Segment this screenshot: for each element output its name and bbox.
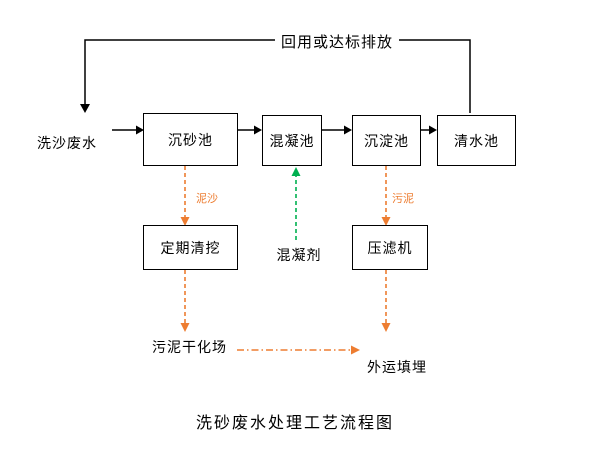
box-coagulation-tank: 混凝池 xyxy=(262,115,322,166)
coagulant-label: 混凝剂 xyxy=(276,248,322,264)
sludge-drying-field-label: 污泥干化场 xyxy=(152,340,227,356)
sludge-flow-label: 污泥 xyxy=(392,192,414,205)
recycle-arrowhead-icon xyxy=(80,104,90,113)
recycle-label: 回用或达标排放 xyxy=(274,31,400,52)
coagulant-to-coag-arrowhead-icon xyxy=(291,167,301,176)
inlet-arrowhead-icon xyxy=(136,125,144,135)
box-periodic-dredging: 定期清挖 xyxy=(143,225,238,270)
input-wastewater-label: 洗沙废水 xyxy=(37,136,97,152)
box-grit-chamber: 沉砂池 xyxy=(143,113,238,166)
grit-to-coag-arrowhead-icon xyxy=(254,125,262,135)
sediment-to-press-arrowhead-icon xyxy=(381,217,391,226)
drying-to-landfill-arrowhead-icon xyxy=(351,345,360,355)
grit-to-dredging-arrowhead-icon xyxy=(180,217,190,226)
coag-to-sediment-arrowhead-icon xyxy=(344,125,352,135)
silt-flow-label: 泥沙 xyxy=(196,192,218,205)
outbound-landfill-label: 外运填埋 xyxy=(367,360,427,376)
dredging-to-drying-arrowhead-icon xyxy=(180,323,190,332)
press-to-landfill-arrowhead-icon xyxy=(381,323,391,332)
box-filter-press: 压滤机 xyxy=(352,225,428,270)
box-clear-water-tank: 清水池 xyxy=(437,115,516,166)
box-sedimentation-tank: 沉淀池 xyxy=(352,115,421,166)
diagram-caption: 洗砂废水处理工艺流程图 xyxy=(195,413,395,432)
sediment-to-clear-arrowhead-icon xyxy=(429,125,437,135)
